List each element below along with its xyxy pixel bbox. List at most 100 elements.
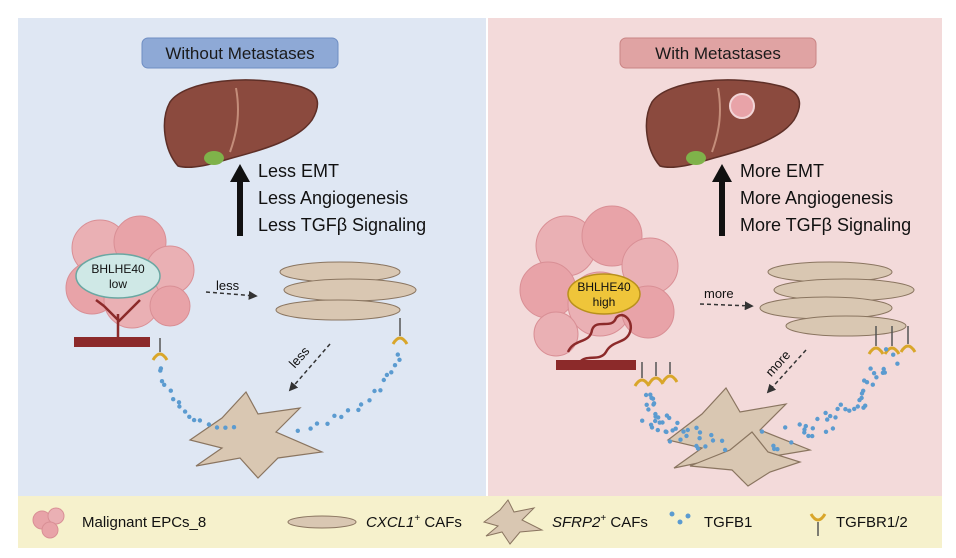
tgfb1-dot xyxy=(168,388,173,393)
right-flow-arrow-2 xyxy=(766,349,807,394)
left-up-arrow xyxy=(230,164,250,236)
tgfb1-dot xyxy=(823,429,829,434)
tgfb1-dot xyxy=(868,366,873,371)
tgfb1-dot xyxy=(389,370,394,375)
tgfb1-dot xyxy=(828,413,833,419)
tgfb1-dot xyxy=(874,375,879,380)
tgfb1-dot xyxy=(847,408,852,413)
tgfb1-dot xyxy=(895,361,900,366)
tgfb1-dot xyxy=(644,402,649,407)
tgfb1-dot xyxy=(231,425,237,430)
tgfb1-dot xyxy=(332,413,337,418)
left-flow-arrow-2 xyxy=(288,343,331,392)
tgfb1-dot xyxy=(815,416,820,422)
tgfb1-dot xyxy=(356,407,361,413)
tgfb1-dot xyxy=(653,418,658,424)
right-blood-vessel-tangle xyxy=(566,313,633,363)
tgfb1-dot xyxy=(881,366,886,372)
left-receptors xyxy=(151,318,409,361)
tgfb1-dot xyxy=(772,446,777,452)
right-tgfb1-dots xyxy=(640,347,900,453)
tgfb1-dot xyxy=(372,388,377,394)
tgfb1-dot xyxy=(397,357,402,362)
legend-receptor-label: TGFBR1/2 xyxy=(836,514,908,531)
tgfb1-dot xyxy=(709,432,714,438)
tgfb1-dot xyxy=(177,404,182,409)
tgfb1-dot xyxy=(660,420,665,425)
tgfb1-dot xyxy=(891,352,896,357)
right-panel-title: With Metastases xyxy=(655,44,781,63)
left-effect-angiogenesis: Less Angiogenesis xyxy=(258,188,408,208)
left-flow-arrow-1 xyxy=(205,290,258,300)
tgfb1-dot xyxy=(803,423,808,429)
tgfb1-dot xyxy=(187,414,192,419)
right-flow-label-1: more xyxy=(704,286,734,301)
tgfb1-dot xyxy=(857,397,862,403)
tgfb1-dot xyxy=(159,379,165,384)
tgfb1-dot xyxy=(843,407,848,412)
left-flow-label-1: less xyxy=(216,278,240,293)
tgfb1-dot xyxy=(295,428,300,433)
tgfb1-dot xyxy=(838,402,843,407)
right-sfrp2-cafs xyxy=(666,386,813,487)
tgfb1-dot xyxy=(810,426,815,431)
tgfb1-dot xyxy=(643,392,649,398)
tgfb1-dot xyxy=(646,407,651,412)
tgfb1-dot xyxy=(703,444,708,449)
tgfb1-dot xyxy=(392,363,398,368)
tgfb1-dot xyxy=(223,425,228,430)
tgfb1-dot xyxy=(381,377,386,383)
tgfb1-dot xyxy=(823,410,828,416)
tgfb1-dot xyxy=(810,433,815,439)
tgfb1-dot xyxy=(663,429,668,434)
tgfb1-dot xyxy=(158,368,163,373)
legend-malignant-epc-label: Malignant EPCs_8 xyxy=(82,514,206,531)
tgfb1-dot xyxy=(862,378,867,383)
tgfb1-dot xyxy=(649,395,654,401)
tgfb1-dot xyxy=(358,402,364,407)
legend-malignant-epc-icon xyxy=(32,507,65,539)
legend-tgfb1-label: TGFB1 xyxy=(704,514,752,531)
legend-background xyxy=(18,496,942,548)
tgfb1-dot xyxy=(789,440,794,445)
tgfb1-dot xyxy=(835,406,840,412)
right-title-badge: With Metastases xyxy=(619,37,817,69)
tgfb1-dot xyxy=(697,436,702,441)
right-effect-angiogenesis: More Angiogenesis xyxy=(740,188,893,208)
right-up-arrow xyxy=(712,164,732,236)
tgfb1-dot xyxy=(384,372,390,378)
tgfb1-dot xyxy=(367,398,372,403)
left-effect-emt: Less EMT xyxy=(258,161,339,181)
left-tumor-cluster: BHLHE40 low xyxy=(65,215,195,347)
tgfb1-dot xyxy=(880,370,886,375)
left-tgfb1-dots xyxy=(158,352,402,433)
tgfb1-dot xyxy=(681,429,686,434)
tgfb1-dot xyxy=(678,437,683,442)
tgfb1-dot xyxy=(833,415,838,420)
right-blood-vessel xyxy=(556,360,636,370)
left-liver-icon xyxy=(163,79,319,169)
tgfb1-dot xyxy=(695,446,701,451)
tgfb1-dot xyxy=(378,388,383,393)
right-effect-tgfb: More TGFβ Signaling xyxy=(740,215,911,235)
tgfb1-dot xyxy=(651,401,657,406)
left-panel-title: Without Metastases xyxy=(165,44,314,63)
tgfb1-dot xyxy=(191,417,197,423)
tgfb1-dot xyxy=(206,422,212,427)
right-flow-arrow-1 xyxy=(699,301,754,311)
legend-tgfb1-icon xyxy=(669,511,691,525)
tgfb1-dot xyxy=(825,417,830,422)
legend-receptor-icon xyxy=(809,513,827,536)
bhlhe40-low-marker xyxy=(75,253,161,299)
tgfb1-dot xyxy=(314,421,320,426)
legend-cxcl1-caf-icon xyxy=(287,515,357,529)
tgfb1-dot xyxy=(694,425,699,430)
tgfb1-dot xyxy=(871,371,877,376)
tgfb1-dot xyxy=(162,382,167,387)
legend: Malignant EPCs_8 CXCL1+ CAFs SFRP2+ CAFs… xyxy=(32,499,908,545)
legend-cxcl1-caf-label: CXCL1+ CAFs xyxy=(366,513,462,531)
left-marker-level: low xyxy=(109,277,127,291)
tgfb1-dot xyxy=(870,382,875,387)
